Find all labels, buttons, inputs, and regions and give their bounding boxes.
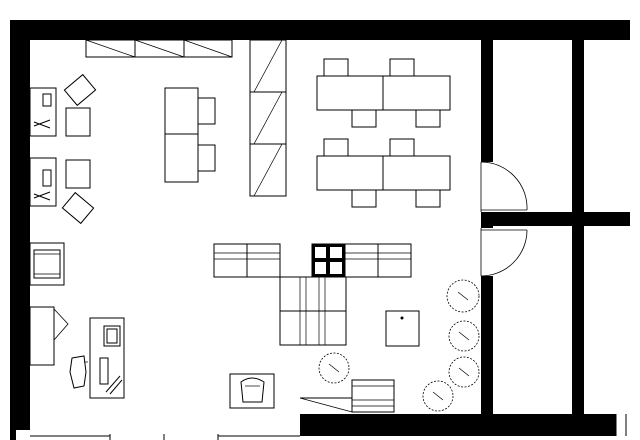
side-table bbox=[385, 310, 420, 347]
meeting-table-4-seat-bottom bbox=[316, 138, 451, 208]
door-lower bbox=[480, 228, 528, 277]
bottom-openings bbox=[30, 414, 627, 440]
workstation-desks-left bbox=[29, 73, 97, 225]
double-desk-center bbox=[164, 87, 216, 183]
side-cabinet bbox=[299, 379, 395, 413]
door-upper bbox=[480, 161, 528, 212]
sofa-seating-group bbox=[213, 243, 412, 346]
window-storage-cabinets bbox=[85, 39, 233, 58]
wall-storage-unit bbox=[29, 242, 65, 286]
interior-walls bbox=[481, 40, 630, 416]
tall-storage-cabinets bbox=[249, 39, 287, 197]
lounge-chair bbox=[229, 373, 275, 409]
potted-plants bbox=[318, 279, 480, 412]
outer-walls bbox=[10, 20, 630, 440]
reception-desk bbox=[29, 306, 125, 399]
meeting-table-4-seat-top bbox=[316, 58, 451, 128]
